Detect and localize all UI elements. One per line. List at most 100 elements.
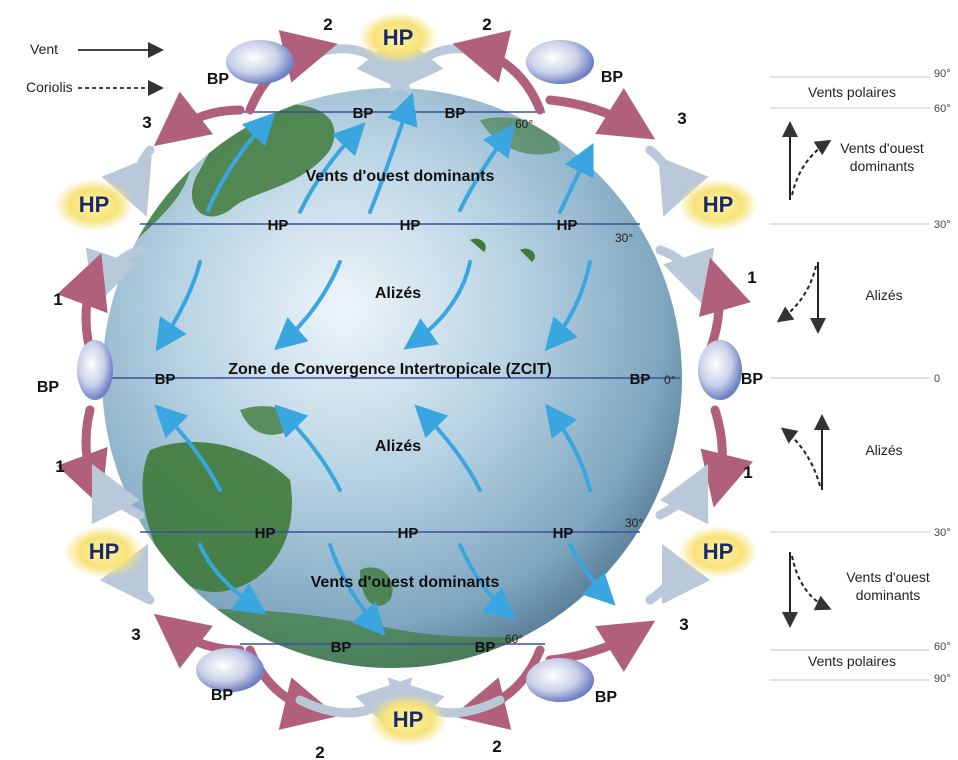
hp-label: HP (553, 525, 574, 542)
svg-text:60°: 60° (934, 641, 951, 653)
zone-labels: Vents d'ouest dominants Alizés Zone de C… (228, 168, 552, 591)
cell-number-polar: 2 (323, 15, 332, 34)
cell-number-polar: 2 (315, 743, 324, 760)
cell-number-hadley: 1 (55, 457, 64, 476)
legend: Vent Coriolis (26, 41, 164, 96)
coriolis-arrow-icon (780, 427, 821, 487)
wind-arrow (198, 543, 267, 615)
cloud-icon (698, 340, 742, 400)
latitude-labels: 60° 30° 0° 30° 60° (505, 117, 676, 646)
bp-label: BP (601, 69, 624, 86)
coriolis-arrow-icon (791, 139, 832, 196)
hp-glows (54, 12, 758, 746)
zone-trades-south: Alizés (375, 438, 421, 455)
hp-label: HP (557, 217, 578, 234)
legend-wind-label: Vent (30, 41, 58, 57)
cell-number-ferrel: 3 (677, 109, 686, 128)
legend-coriolis-label: Coriolis (26, 79, 73, 95)
cell-number-hadley: 1 (53, 290, 62, 309)
hp-label: HP (703, 539, 734, 564)
wind-arrow (545, 403, 592, 492)
wind-arrow (368, 92, 418, 214)
inside-pressure-labels: BP BP HP HP HP BP BP HP HP HP BP BP (155, 105, 651, 656)
wind-arrow (568, 543, 616, 606)
bp-label: BP (331, 639, 352, 656)
sun-glow-icon (678, 526, 758, 578)
zone-itcz: Zone de Convergence Intertropicale (ZCIT… (228, 361, 552, 378)
cloud-icon (526, 658, 594, 702)
cloud-icon (196, 648, 264, 692)
cloud-icon (77, 340, 113, 400)
right-panel: 90° 60° 30° 0 30° 60° 90° Vents polaires… (770, 68, 951, 685)
lat-label-0: 0° (664, 373, 676, 387)
cell-number-ferrel: 3 (131, 625, 140, 644)
cell-number-hadley: 1 (743, 463, 752, 482)
wind-arrow (458, 123, 515, 212)
lat-label-30n: 30° (615, 231, 633, 245)
lat-label-60n: 60° (515, 117, 533, 131)
hp-label: HP (89, 539, 120, 564)
hp-label: HP (79, 192, 110, 217)
label-polar-south: Vents polaires (808, 653, 896, 669)
cloud-icon (226, 40, 294, 84)
outer-pressure-labels: HP HP HP HP HP HP BP BP BP BP BP BP (37, 25, 764, 732)
bp-label: BP (353, 105, 374, 122)
label-trades-north: Alizés (865, 287, 902, 303)
bp-label: BP (445, 105, 466, 122)
hp-label: HP (255, 525, 276, 542)
hp-label: HP (268, 217, 289, 234)
wind-arrow (414, 404, 482, 492)
wind-arrow (558, 142, 594, 214)
sun-glow-icon (54, 179, 134, 231)
bp-label: BP (207, 71, 230, 88)
zone-trades-north: Alizés (375, 285, 421, 302)
panel-ticks: 90° 60° 30° 0 30° 60° 90° (934, 68, 951, 685)
sun-glow-icon (64, 526, 144, 578)
wind-arrow (298, 122, 366, 214)
bp-label: BP (741, 371, 764, 388)
panel-arrows (776, 121, 832, 628)
wind-arrows (154, 92, 616, 637)
bp-label: BP (155, 371, 176, 388)
lat-label-30s: 30° (625, 516, 643, 530)
hp-label: HP (398, 525, 419, 542)
hp-label: HP (703, 192, 734, 217)
sun-glow-icon (368, 694, 448, 746)
lat-label-60s: 60° (505, 632, 523, 646)
bp-label: BP (211, 687, 234, 704)
clouds (77, 40, 742, 702)
wind-arrow (274, 404, 342, 492)
cell-number-polar: 2 (492, 737, 501, 756)
label-trades-south: Alizés (865, 442, 902, 458)
globe: 60° 30° 0° 30° 60° (102, 88, 682, 668)
wind-arrow (458, 543, 517, 621)
hp-label: HP (393, 707, 424, 732)
bp-label: BP (475, 639, 496, 656)
svg-text:30°: 30° (934, 527, 951, 539)
svg-text:90°: 90° (934, 68, 951, 80)
zone-westerlies-south: Vents d'ouest dominants (311, 574, 500, 591)
wind-arrow (544, 260, 592, 352)
wind-arrow (155, 260, 202, 352)
svg-text:90°: 90° (934, 673, 951, 685)
bp-label: BP (630, 371, 651, 388)
coriolis-arrow-icon (776, 265, 817, 323)
svg-text:30°: 30° (934, 219, 951, 231)
svg-text:0: 0 (934, 373, 940, 385)
cell-numbers: 2 2 3 3 1 1 1 1 3 3 2 2 (53, 15, 756, 760)
cell-number-hadley: 1 (747, 268, 756, 287)
wind-arrow (154, 404, 222, 492)
cell-number-polar: 2 (482, 15, 491, 34)
sun-glow-icon (358, 12, 438, 64)
wind-arrow (273, 260, 342, 351)
wind-arrow (206, 112, 276, 212)
svg-text:60°: 60° (934, 103, 951, 115)
wind-arrow (403, 260, 472, 350)
cloud-icon (526, 40, 594, 84)
label-polar-north: Vents polaires (808, 84, 896, 100)
hp-label: HP (400, 217, 421, 234)
